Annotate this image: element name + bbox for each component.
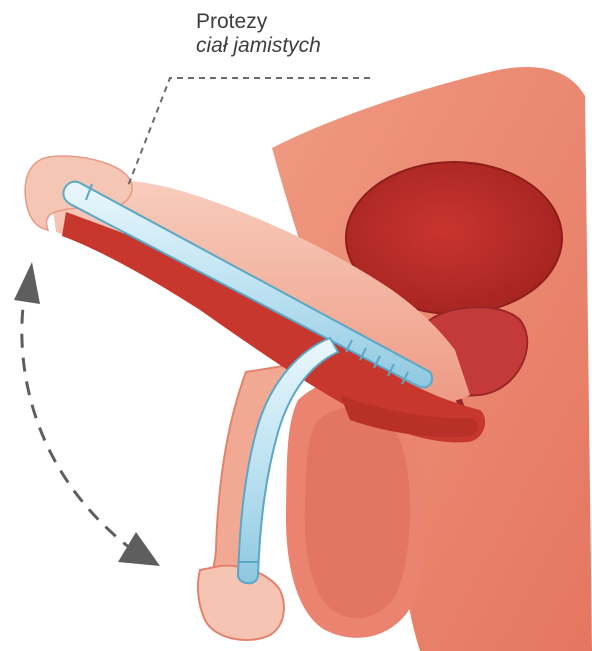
curved-double-arrow-icon [14,262,160,566]
scrotum-inner [305,407,410,618]
